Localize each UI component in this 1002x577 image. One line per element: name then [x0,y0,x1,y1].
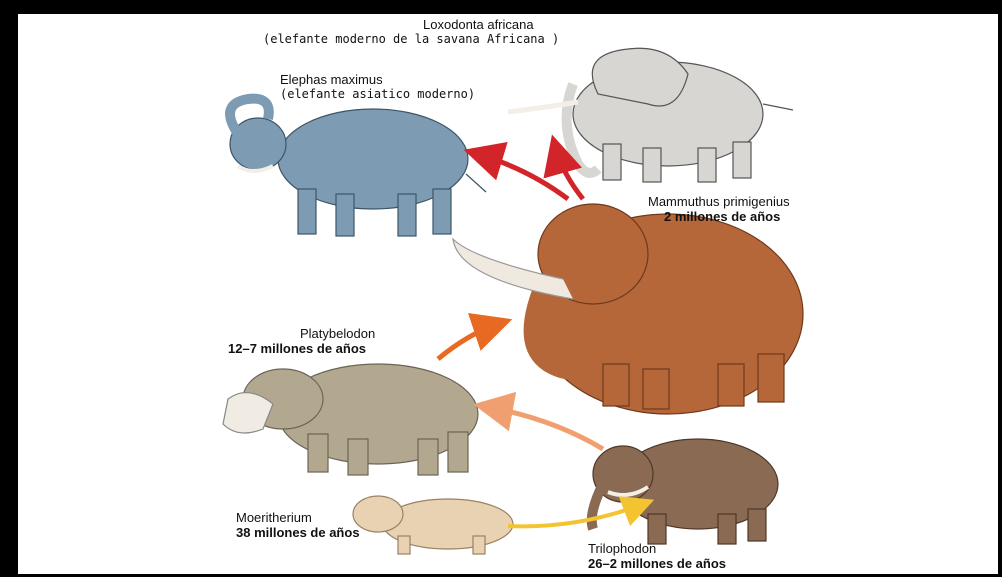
label-mammuthus: Mammuthus primigenius 2 millones de años [648,194,790,224]
species-age: 2 millones de años [664,209,790,224]
species-name: Elephas maximus [280,72,475,87]
species-name: Platybelodon [300,326,375,341]
evolution-diagram: Loxodonta africana (elefante moderno de … [18,14,998,574]
species-name: Loxodonta africana [423,17,559,32]
label-loxodonta: Loxodonta africana (elefante moderno de … [263,17,559,47]
species-name: Moeritherium [236,510,360,525]
species-description: (elefante moderno de la savana Africana … [263,32,559,47]
moeritherium-illustration [353,496,513,554]
loxodonta-elephant-illustration [508,48,793,182]
arrow-platybelodon-to-mammoth [438,324,498,359]
species-description: (elefante asiatico moderno) [280,87,475,102]
species-age: 38 millones de años [236,525,360,540]
trilophodon-illustration [592,439,778,544]
diagram-graphics [18,14,998,574]
mammoth-illustration [453,204,803,414]
species-name: Mammuthus primigenius [648,194,790,209]
elephas-elephant-illustration [230,99,486,236]
species-age: 26–2 millones de años [588,556,726,571]
label-moeritherium: Moeritherium 38 millones de años [236,510,360,540]
platybelodon-illustration [223,364,478,475]
arrow-trilophodon-to-platybelodon [488,407,603,449]
species-age: 12–7 millones de años [228,341,375,356]
arrow-mammoth-to-elephas [478,154,568,199]
label-platybelodon: Platybelodon 12–7 millones de años [228,326,375,356]
arrow-moeritherium-to-trilophodon [508,504,643,526]
species-name: Trilophodon [588,541,726,556]
label-elephas: Elephas maximus (elefante asiatico moder… [280,72,475,102]
label-trilophodon: Trilophodon 26–2 millones de años [588,541,726,571]
